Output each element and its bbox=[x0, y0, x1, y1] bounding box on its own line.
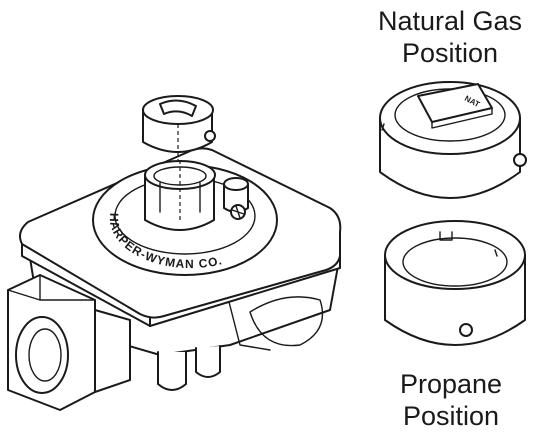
gas-regulator: HARPER-WYMAN CO. bbox=[7, 95, 342, 411]
inlet-collar bbox=[94, 309, 131, 393]
natural-gas-label-line1: Natural Gas bbox=[377, 6, 523, 36]
natural-gas-position-label: Natural Gas Position bbox=[350, 5, 550, 69]
regulator-side-recess bbox=[249, 296, 324, 347]
propane-cap bbox=[384, 220, 526, 346]
regulator-side-boss bbox=[227, 297, 271, 351]
propane-cap-recess bbox=[402, 237, 508, 287]
detached-conversion-cap bbox=[142, 95, 216, 160]
propane-label-line1: Propane bbox=[399, 369, 503, 399]
vent-fitting bbox=[223, 177, 249, 220]
propane-label-line2: Position bbox=[402, 401, 500, 431]
propane-cap-pin bbox=[459, 323, 473, 337]
inlet-opening bbox=[15, 316, 69, 394]
natural-gas-cap: NAT bbox=[379, 81, 527, 199]
bottom-boss-right bbox=[195, 345, 221, 378]
propane-cap-top bbox=[384, 220, 526, 290]
natural-gas-cap-pin bbox=[513, 153, 527, 167]
bottom-boss-left bbox=[157, 351, 187, 391]
regulator-cap-tower bbox=[144, 160, 216, 231]
propane-position-label: Propane Position bbox=[351, 368, 550, 432]
natural-gas-label-line2: Position bbox=[401, 38, 499, 68]
